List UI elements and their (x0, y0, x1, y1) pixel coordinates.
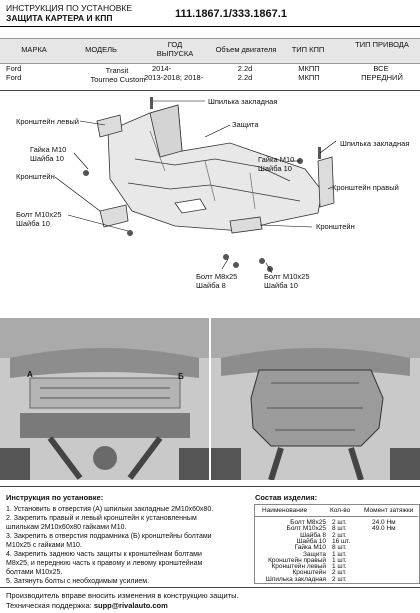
label-nut-m10-right: Гайка M10 (258, 155, 295, 164)
spec-cell: ВСЕ (373, 64, 389, 73)
composition-header-torque: Момент затяжки (364, 507, 414, 514)
label-stud: Шпилька закладная (208, 97, 278, 106)
photos-divider (0, 486, 420, 487)
spec-header-brand: МАРКА (21, 45, 47, 54)
instruction-step: 1. Установить в отверстия (А) шпильки за… (6, 506, 214, 513)
product-title: ЗАЩИТА КАРТЕРА И КПП (6, 13, 113, 23)
label-washer-8: Шайба 8 (196, 281, 226, 290)
skid-plate-drawing (107, 104, 323, 232)
composition-cell: 2 шт. (332, 575, 347, 583)
composition-cell: 2 шт. (332, 569, 347, 577)
composition-header-name: Наименование (262, 507, 308, 514)
composition-cell: Болт M10x25 (286, 525, 326, 533)
footer-support-label: Техническая поддержка: (6, 601, 94, 610)
composition-title: Состав изделия: (255, 493, 318, 502)
leader-lines (54, 100, 337, 274)
label-bolt-m10x25-left: Болт M10x25 (16, 210, 62, 219)
composition-cell: 2 шт. (332, 531, 347, 539)
spec-cell: 2.2d (237, 73, 253, 82)
spec-cell: ПЕРЕДНИЙ (361, 73, 403, 82)
composition-cell: 49.0 Нм (372, 525, 396, 533)
instruction-step: шпилькам 2M10x60x80 гайками M10. (6, 524, 127, 531)
photo-before-install (0, 318, 209, 480)
composition-cell: Шайба 8 (300, 531, 326, 539)
instruction-step: M10x25 с гайками M10. (6, 542, 82, 549)
spec-header-gearbox: ТИП КПП (291, 45, 325, 54)
label-washer-10-left: Шайба 10 (30, 154, 64, 163)
label-washer-10-right: Шайба 10 (258, 164, 292, 173)
photo-after-install (211, 318, 420, 480)
spec-header-engine: Объем двигателя (215, 45, 277, 54)
label-bracket-bottom: Кронштейн (316, 222, 355, 231)
spec-cell: Tourneo Custom (90, 75, 146, 84)
instruction-step: M8x25, и переднюю часть к правому и лево… (6, 560, 203, 567)
part-number: 111.1867.1/333.1867.1 (175, 8, 287, 20)
support-email-link[interactable]: supp@rivalauto.com (93, 601, 168, 610)
composition-header-qty: Кол-во (330, 507, 351, 514)
spec-cell: Ford (6, 64, 22, 73)
instructions-title: Инструкция по установке: (6, 493, 104, 502)
spec-cell: Ford (6, 73, 22, 82)
instruction-title: ИНСТРУКЦИЯ ПО УСТАНОВКЕ (6, 3, 132, 13)
header-divider (0, 26, 420, 27)
label-bracket-right: Кронштейн правый (332, 183, 399, 192)
label-bolt-m8x25: Болт M8x25 (196, 272, 238, 281)
label-washer-10-bolt: Шайба 10 (16, 219, 50, 228)
instruction-step: 5. Затянуть болты с необходимым усилием. (6, 578, 150, 585)
composition-cell: Кронштейн левый (271, 563, 326, 571)
composition-cell: 8 шт. (332, 525, 347, 533)
instruction-step: 2. Закрепить правый и левый кронштейн к … (6, 515, 197, 522)
label-nut-m10-left: Гайка M10 (30, 145, 67, 154)
composition-cell: 2 шт. (332, 519, 347, 526)
spec-cell: МКПП (298, 64, 320, 73)
footer-support: Техническая поддержка: supp@rivalauto.co… (6, 601, 168, 610)
composition-cell: Болт M8x25 (290, 519, 326, 526)
bracket-drawings (96, 114, 335, 234)
spec-header-drive: ТИП ПРИВОДА (355, 40, 409, 49)
composition-cell: 16 шт. (332, 537, 351, 545)
footer-disclaimer: Производитель вправе вносить изменения в… (6, 591, 239, 600)
spec-cell: 2013-2018; 2018- (144, 73, 204, 82)
composition-cell: Шайба 10 (296, 537, 326, 545)
spec-header-year: ГОД ВЫПУСКА (156, 40, 194, 58)
composition-cell: 1 шт. (332, 550, 347, 558)
footer-divider (0, 587, 420, 588)
label-stud-right: Шпилька закладная (340, 139, 410, 148)
exploded-assembly-diagram (54, 97, 337, 274)
instruction-step: 3. Закрепить в отверстия подрамника (Б) … (6, 533, 212, 540)
composition-cell: Кронштейн правый (268, 556, 326, 564)
spec-cell: Transit (105, 66, 129, 75)
composition-cell: 8 шт. (332, 544, 347, 552)
label-washer-10-bottom: Шайба 10 (264, 281, 298, 290)
spec-cell: 2014- (152, 64, 172, 73)
composition-cell: Кронштейн (292, 569, 326, 577)
composition-cell: Защита (302, 550, 326, 558)
composition-cell: 1 шт. (332, 556, 347, 564)
composition-cell: Шпилька закладная (265, 575, 326, 583)
photo-marker-a: A (27, 370, 33, 379)
table-divider (0, 90, 420, 91)
composition-cell: 24.0 Нм (372, 519, 396, 526)
label-bracket-left: Кронштейн левый (16, 117, 79, 126)
spec-cell: МКПП (298, 73, 320, 82)
instruction-step: болтами M10x25. (6, 569, 63, 576)
spec-header-model: МОДЕЛЬ (85, 45, 117, 54)
instruction-step: 4. Закрепить заднюю часть защиты к кронш… (6, 551, 202, 558)
label-guard: Защита (232, 120, 259, 129)
label-bracket-mid: Кронштейн (16, 172, 55, 181)
label-bolt-m10x25-right: Болт M10x25 (264, 272, 310, 281)
spec-cell: 2.2d (237, 64, 253, 73)
spec-table-header-band (0, 38, 420, 64)
photo-marker-b: Б (178, 372, 184, 381)
composition-header-line (255, 516, 418, 517)
composition-cell: Гайка M10 (294, 544, 326, 552)
composition-cell: 1 шт. (332, 563, 347, 571)
